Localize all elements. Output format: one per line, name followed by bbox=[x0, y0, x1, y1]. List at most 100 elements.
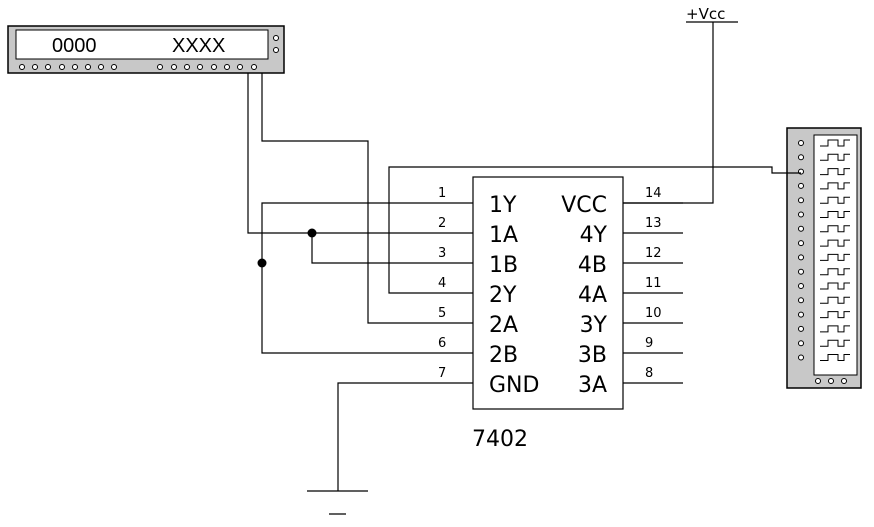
word-generator-terminal bbox=[224, 64, 230, 70]
word-generator-side-terminal bbox=[273, 47, 279, 53]
word-generator-terminal bbox=[85, 64, 91, 70]
vcc-label: +Vcc bbox=[686, 5, 725, 23]
pin-number: 13 bbox=[645, 216, 662, 231]
pin-number: 5 bbox=[438, 306, 446, 321]
logic-analyzer-terminal bbox=[798, 225, 804, 232]
logic-analyzer-terminal bbox=[798, 340, 804, 347]
logic-analyzer-terminal bbox=[798, 240, 804, 247]
word-generator-terminal bbox=[251, 64, 257, 70]
word-generator-terminal bbox=[237, 64, 243, 70]
wire-1A-to-1B bbox=[311, 233, 443, 264]
wire-to-2A bbox=[261, 73, 443, 324]
word-generator-terminal bbox=[32, 64, 38, 70]
word-generator-side-terminal bbox=[273, 35, 279, 41]
pin-label: 2B bbox=[489, 343, 518, 368]
pin-number: 10 bbox=[645, 306, 662, 321]
pin-label: 1Y bbox=[489, 193, 517, 218]
waveform-trace bbox=[820, 253, 850, 261]
pin-label: VCC bbox=[561, 193, 607, 218]
word-generator-terminal bbox=[72, 64, 78, 70]
pin-number: 7 bbox=[438, 366, 446, 381]
pin-label: 4A bbox=[578, 283, 607, 308]
word-generator-terminal bbox=[184, 64, 190, 70]
logic-analyzer-screen bbox=[813, 134, 858, 376]
word-generator-terminal bbox=[157, 64, 163, 70]
vcc-wire bbox=[623, 22, 714, 204]
logic-analyzer-terminal bbox=[798, 254, 804, 261]
word-generator-terminal bbox=[98, 64, 104, 70]
word-generator[interactable]: 0000 XXXX bbox=[7, 25, 285, 74]
waveform-trace bbox=[820, 339, 850, 347]
pin-number: 9 bbox=[645, 336, 653, 351]
pin-number: 8 bbox=[645, 366, 653, 381]
pin-label: GND bbox=[489, 373, 539, 398]
word-generator-terminal bbox=[211, 64, 217, 70]
logic-analyzer-waveforms bbox=[820, 139, 850, 361]
word-generator-terminal bbox=[111, 64, 117, 70]
waveform-trace bbox=[820, 225, 850, 233]
pin-number: 11 bbox=[645, 276, 662, 291]
ic-part-number: 7402 bbox=[472, 427, 528, 452]
address-readout: 0000 bbox=[52, 35, 97, 57]
waveform-trace bbox=[820, 325, 850, 333]
junction-dot bbox=[257, 258, 267, 268]
waveform-trace bbox=[820, 168, 850, 176]
waveform-trace bbox=[820, 311, 850, 319]
logic-analyzer-terminal bbox=[798, 325, 804, 332]
pin-label: 4Y bbox=[580, 223, 608, 248]
wire-2Y-to-analyzer bbox=[388, 166, 801, 294]
pin-number: 1 bbox=[438, 186, 446, 201]
logic-analyzer-terminal bbox=[798, 140, 804, 146]
pin-label: 3A bbox=[578, 373, 607, 398]
gnd-wire bbox=[337, 382, 443, 491]
pin-number: 12 bbox=[645, 246, 662, 261]
waveform-trace bbox=[820, 139, 850, 147]
waveform-trace bbox=[820, 268, 850, 276]
wire-to-1A bbox=[247, 73, 443, 234]
word-generator-display bbox=[15, 29, 269, 60]
word-generator-terminal bbox=[45, 64, 51, 70]
logic-analyzer-terminal bbox=[798, 182, 804, 189]
wire-1Y-to-2B bbox=[261, 202, 443, 354]
pin-label: 3Y bbox=[580, 313, 608, 338]
logic-analyzer-terminal bbox=[798, 211, 804, 218]
pin-label: 1B bbox=[489, 253, 518, 278]
ic-right-pins: 14 VCC 13 4Y 12 4B 11 4A 10 3Y 9 3B 8 3A bbox=[561, 186, 683, 398]
pin-number: 3 bbox=[438, 246, 446, 261]
word-generator-terminal bbox=[197, 64, 203, 70]
logic-analyzer-terminal bbox=[798, 268, 804, 275]
word-generator-terminal bbox=[59, 64, 65, 70]
junction-dot bbox=[307, 228, 317, 238]
logic-analyzer-bottom-terminal bbox=[815, 378, 821, 384]
wiring: +Vcc bbox=[247, 5, 801, 515]
pin-number: 6 bbox=[438, 336, 446, 351]
logic-analyzer-terminal bbox=[798, 297, 804, 304]
waveform-trace bbox=[820, 182, 850, 190]
pin-label: 3B bbox=[578, 343, 607, 368]
pin-label: 4B bbox=[578, 253, 607, 278]
logic-analyzer-bottom-terminal bbox=[828, 378, 834, 384]
waveform-trace bbox=[820, 211, 850, 218]
waveform-trace bbox=[820, 153, 850, 161]
pin-label: 1A bbox=[489, 223, 518, 248]
pin-label: 2A bbox=[489, 313, 518, 338]
waveform-trace bbox=[820, 354, 850, 361]
logic-analyzer-terminal bbox=[798, 154, 804, 161]
logic-analyzer-bottom-terminal bbox=[841, 378, 847, 384]
pin-label: 2Y bbox=[489, 283, 517, 308]
word-generator-terminals bbox=[19, 64, 257, 70]
waveform-trace bbox=[820, 296, 850, 304]
logic-analyzer-terminal bbox=[798, 197, 804, 204]
logic-analyzer-terminal bbox=[798, 311, 804, 318]
word-generator-terminal bbox=[19, 64, 25, 70]
logic-analyzer-terminal bbox=[798, 354, 804, 361]
logic-analyzer[interactable] bbox=[786, 127, 862, 389]
waveform-trace bbox=[820, 196, 850, 204]
word-generator-terminal bbox=[171, 64, 177, 70]
pin-number: 14 bbox=[645, 186, 662, 201]
data-readout: XXXX bbox=[172, 35, 225, 57]
pin-number: 4 bbox=[438, 276, 446, 291]
logic-analyzer-terminal bbox=[798, 283, 804, 289]
